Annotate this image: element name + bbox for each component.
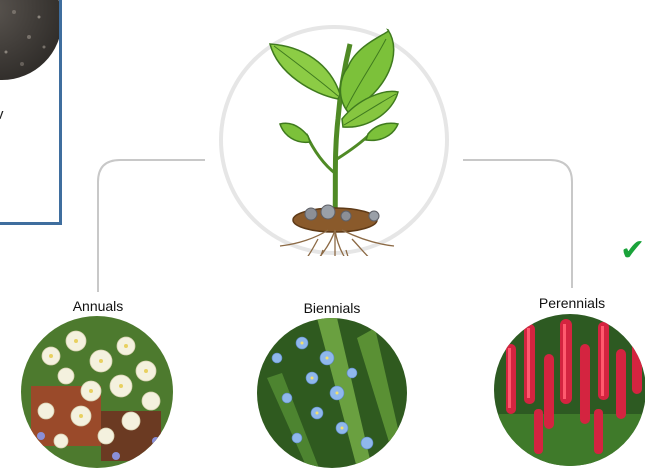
label-annuals: Annuals bbox=[58, 298, 138, 314]
red-lupins-image bbox=[494, 314, 645, 466]
plant-center-circle bbox=[218, 24, 450, 256]
connector-left bbox=[98, 160, 205, 292]
label-perennials: Perennials bbox=[527, 295, 617, 311]
soil-card: v bbox=[0, 0, 62, 225]
checkmark-icon: ✔ bbox=[620, 236, 645, 266]
plant-with-roots-image bbox=[218, 24, 450, 256]
blue-forget-me-nots-image bbox=[257, 318, 407, 468]
label-biennials: Biennials bbox=[292, 300, 372, 316]
annuals-photo bbox=[21, 316, 173, 468]
soil-image bbox=[0, 0, 62, 225]
perennials-photo bbox=[494, 314, 645, 466]
biennials-photo bbox=[257, 318, 407, 468]
card-partial-text: v bbox=[0, 106, 4, 123]
connector-right bbox=[463, 160, 572, 288]
white-flowers-image bbox=[21, 316, 173, 468]
